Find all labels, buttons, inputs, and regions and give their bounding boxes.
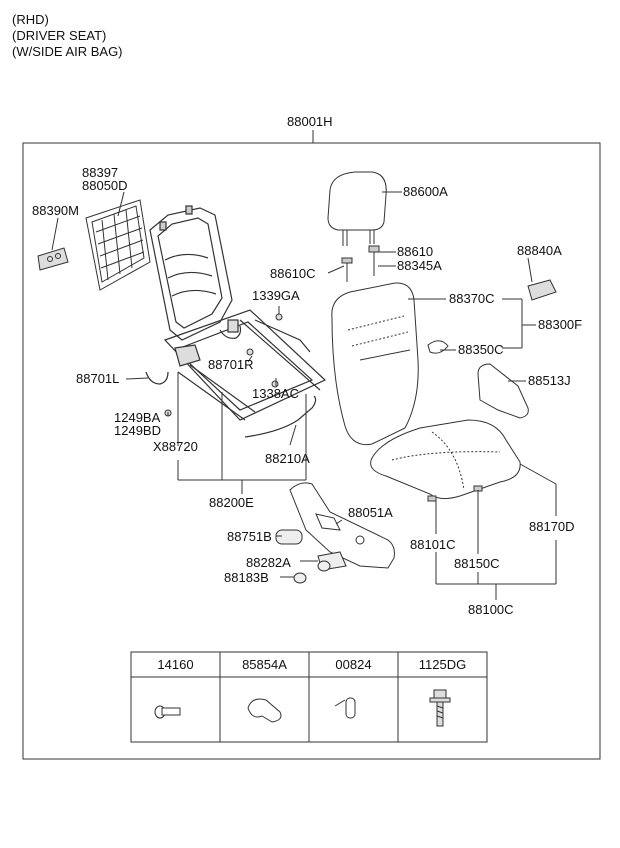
headrest-drawing bbox=[327, 171, 387, 246]
part-00824-icon bbox=[334, 697, 356, 719]
seatback-frame-drawing bbox=[149, 205, 233, 341]
bracket-right-drawing bbox=[219, 325, 242, 339]
label-88370C: 88370C bbox=[449, 291, 495, 306]
label-88751B: 88751B bbox=[227, 529, 272, 544]
table-header-1125DG: 1125DG bbox=[418, 657, 467, 672]
side-piece-drawing bbox=[527, 279, 557, 301]
header-rhd: (RHD) bbox=[12, 12, 49, 27]
knobs-drawing bbox=[275, 529, 347, 584]
small-pad-drawing bbox=[37, 247, 69, 271]
leader-lines bbox=[51, 191, 557, 600]
label-88282A: 88282A bbox=[246, 555, 291, 570]
header-side-air-bag: (W/SIDE AIR BAG) bbox=[12, 44, 123, 59]
label-88701L: 88701L bbox=[76, 371, 120, 386]
label-88610C: 88610C bbox=[270, 266, 316, 281]
part-14160-icon bbox=[154, 705, 181, 719]
label-88350C: 88350C bbox=[458, 342, 504, 357]
label-88101C: 88101C bbox=[410, 537, 456, 552]
label-88183B: 88183B bbox=[224, 570, 269, 585]
header-driver-seat: (DRIVER SEAT) bbox=[12, 28, 107, 43]
label-88345A: 88345A bbox=[397, 258, 442, 273]
label-1249BA: 1249BA bbox=[114, 410, 161, 425]
cable-drawing bbox=[244, 395, 317, 438]
label-88397: 88397 bbox=[82, 165, 119, 180]
label-1249BD: 1249BD bbox=[114, 423, 161, 438]
part-85854A-icon bbox=[247, 698, 282, 723]
side-trim-drawing bbox=[477, 363, 529, 419]
label-88200E: 88200E bbox=[209, 495, 254, 510]
back-board-drawing bbox=[85, 199, 151, 291]
label-88300F: 88300F bbox=[538, 317, 583, 332]
label-88050D: 88050D bbox=[82, 178, 128, 193]
bracket-left-drawing bbox=[145, 371, 169, 385]
label-88701R: 88701R bbox=[208, 357, 254, 372]
table-header-00824: 00824 bbox=[335, 657, 372, 672]
cushion-cover-drawing bbox=[370, 419, 521, 502]
part-1125DG-icon bbox=[429, 689, 451, 727]
label-88100C: 88100C bbox=[468, 602, 514, 617]
label-88513J: 88513J bbox=[528, 373, 571, 388]
table-header-14160: 14160 bbox=[157, 657, 194, 672]
side-shield-drawing bbox=[289, 482, 395, 569]
label-88051A: 88051A bbox=[348, 505, 393, 520]
assembly-frame bbox=[22, 142, 601, 760]
label-88150C: 88150C bbox=[454, 556, 500, 571]
label-X88720: X88720 bbox=[153, 439, 198, 454]
table-header-85854A: 85854A bbox=[242, 657, 287, 672]
headrest-guides bbox=[341, 245, 380, 282]
label-assembly: 88001H bbox=[287, 114, 333, 129]
label-88170D: 88170D bbox=[529, 519, 575, 534]
parts-table bbox=[130, 651, 488, 743]
label-1338AC: 1338AC bbox=[252, 386, 299, 401]
label-88390M: 88390M bbox=[32, 203, 79, 218]
label-88600A: 88600A bbox=[403, 184, 448, 199]
label-1339GA: 1339GA bbox=[252, 288, 300, 303]
label-88610: 88610 bbox=[397, 244, 434, 259]
label-88840A: 88840A bbox=[517, 243, 562, 258]
cushion-frame-drawing bbox=[163, 309, 327, 421]
label-88210A: 88210A bbox=[265, 451, 310, 466]
seatback-cover-drawing bbox=[331, 282, 449, 446]
